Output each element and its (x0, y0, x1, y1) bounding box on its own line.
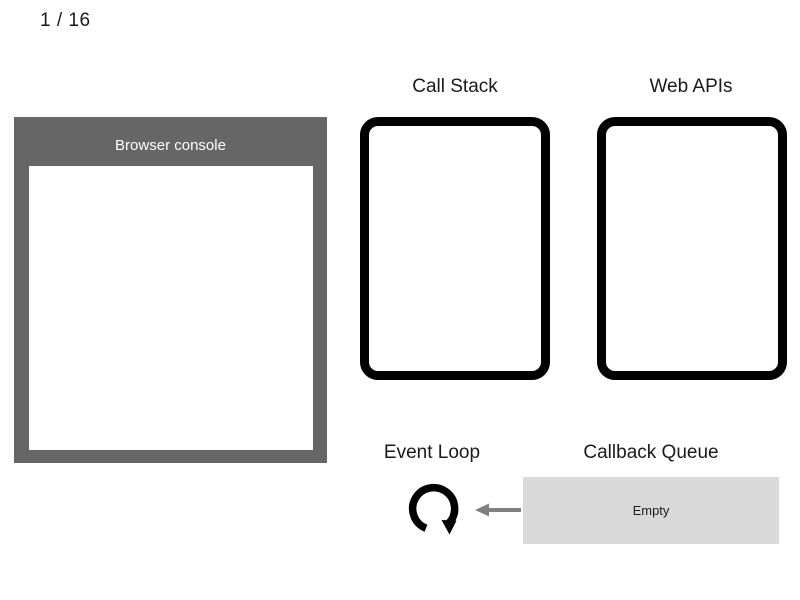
callback-queue-status: Empty (632, 502, 670, 518)
browser-console-title: Browser console (115, 137, 226, 154)
browser-console-output[interactable] (29, 166, 313, 450)
slide-counter: 1 / 16 (40, 10, 91, 31)
web-apis-header: Web APIs (649, 76, 733, 97)
call-stack-header: Call Stack (412, 76, 498, 97)
circular-arrow-icon (404, 478, 466, 540)
callback-queue-box: Empty (523, 477, 779, 544)
event-loop-header: Event Loop (383, 442, 481, 463)
web-apis-box (597, 117, 787, 380)
browser-console-panel: Browser console (14, 117, 327, 463)
arrow-left-icon (473, 500, 521, 520)
callback-queue-header: Callback Queue (583, 442, 719, 463)
call-stack-box (360, 117, 550, 380)
